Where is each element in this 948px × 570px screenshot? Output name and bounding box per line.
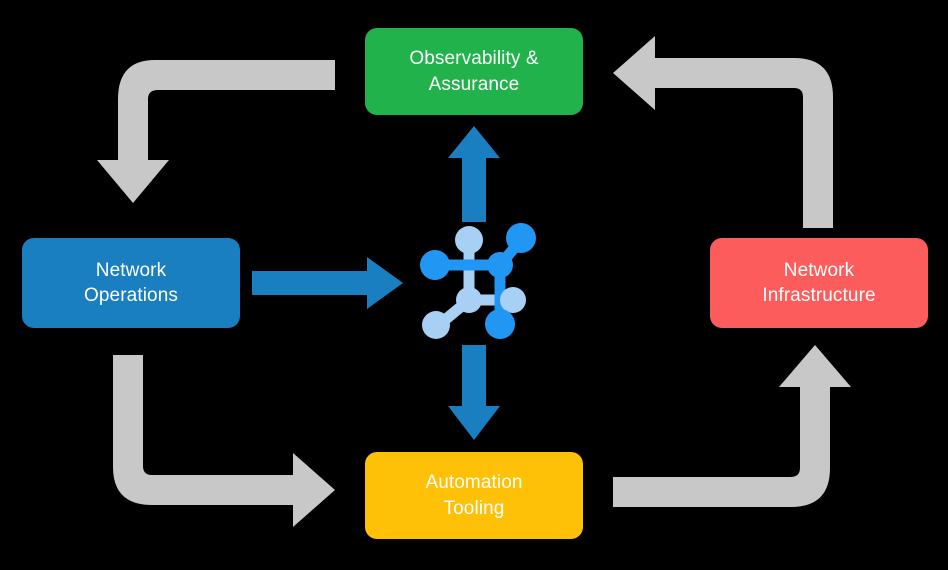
node-box-observability[interactable]: Observability & Assurance xyxy=(365,28,583,115)
node-label-automation-tooling: Automation Tooling xyxy=(425,472,523,519)
node-box-network-infrastructure[interactable]: Network Infrastructure xyxy=(710,238,928,328)
node-box-automation-tooling[interactable]: Automation Tooling xyxy=(365,452,583,539)
node-label-network-infrastructure: Network Infrastructure xyxy=(762,259,876,306)
flow-arrow-observability-to-operations xyxy=(97,60,335,203)
arrow-operations-to-center xyxy=(252,257,403,309)
flow-arrow-operations-to-automation xyxy=(113,355,335,527)
flow-arrow-automation-to-infrastructure xyxy=(613,345,851,507)
arrow-center-to-observability xyxy=(448,126,500,222)
node-box-network-operations[interactable]: Network Operations xyxy=(22,238,240,328)
flow-arrow-infrastructure-to-observability xyxy=(613,36,833,228)
node-label-network-operations: Network Operations xyxy=(84,259,178,306)
node-label-observability: Observability & Assurance xyxy=(409,48,539,95)
arrow-center-to-automation xyxy=(448,345,500,440)
